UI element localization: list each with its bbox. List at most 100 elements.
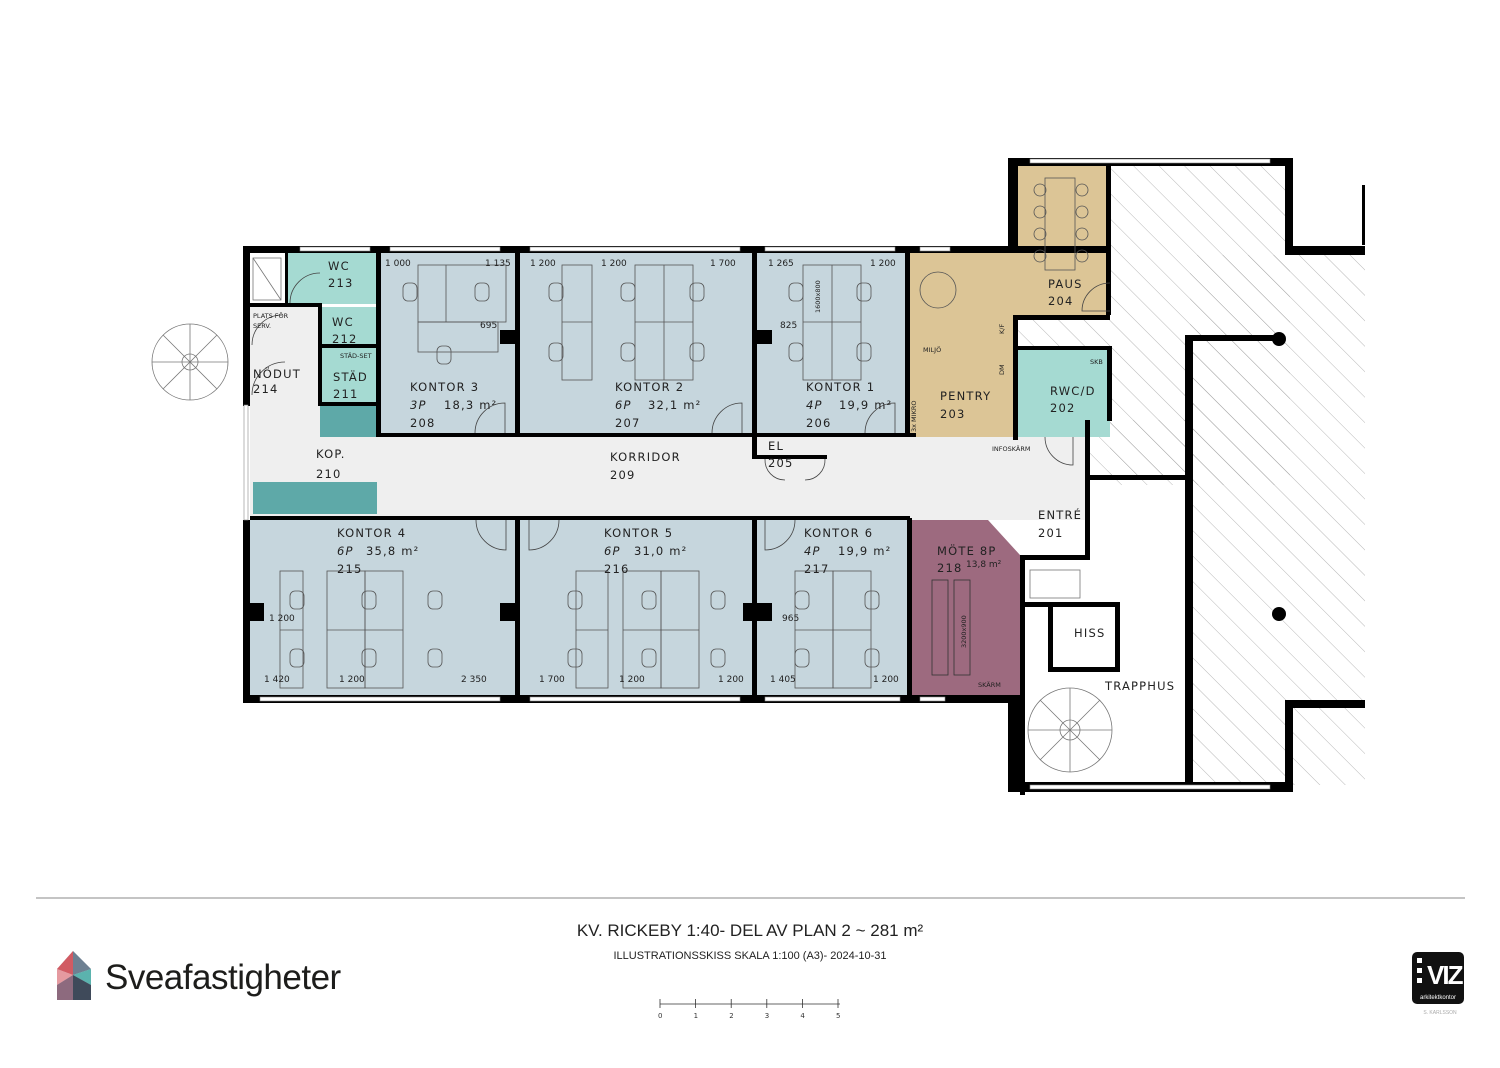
note-plats: PLATS FÖR xyxy=(253,311,289,320)
spiral-stair-east xyxy=(1027,687,1113,773)
chair-icon xyxy=(641,648,657,668)
dimension: 1 000 xyxy=(385,259,411,269)
room-number: 204 xyxy=(1048,294,1074,308)
room-labels: KONTOR 3 3P 18,3 m² 208 KONTOR 2 6P 32,1… xyxy=(253,259,1174,693)
chair-icon xyxy=(289,590,305,610)
stool-icon xyxy=(1033,205,1047,219)
room-area: 19,9 m² xyxy=(838,544,891,558)
room-number: 205 xyxy=(768,456,794,470)
room-number: 202 xyxy=(1050,401,1076,415)
chair-icon xyxy=(641,590,657,610)
room-number: 211 xyxy=(333,387,359,401)
room-number: 215 xyxy=(337,562,363,576)
room-name: KONTOR 5 xyxy=(604,526,673,540)
room-name: PAUS xyxy=(1048,277,1083,291)
chair-icon xyxy=(794,590,810,610)
dimension: 1 405 xyxy=(770,675,796,685)
room-rwc xyxy=(1018,350,1110,437)
chair-icon xyxy=(567,648,583,668)
chair-icon xyxy=(474,282,490,302)
dimension: 1 200 xyxy=(870,259,896,269)
chair-icon xyxy=(361,648,377,668)
dimension: 1 200 xyxy=(873,675,899,685)
kop-bench xyxy=(253,482,377,514)
dimension: 1 135 xyxy=(485,259,511,269)
note-dm: DM xyxy=(998,364,1006,375)
chair-icon xyxy=(689,282,705,302)
room-name: KONTOR 3 xyxy=(410,380,479,394)
note-mikro: 3x MIKRO xyxy=(910,401,918,432)
doors xyxy=(251,272,1111,551)
dimension: 1 200 xyxy=(619,675,645,685)
chair-icon xyxy=(788,282,804,302)
room-name: HISS xyxy=(1074,626,1105,640)
room-persons: 6P xyxy=(337,544,354,558)
dimensions: 1 000 1 135 695 1 200 1 200 1 700 1 265 … xyxy=(264,259,899,685)
room-number: 203 xyxy=(940,407,966,421)
room-note: STÄD-SET xyxy=(340,351,372,360)
room-name: STÄD xyxy=(333,369,368,384)
room-wc-213 xyxy=(285,253,378,304)
architect-logo-sub: arkitektkontor xyxy=(1419,995,1456,1001)
room-name: MÖTE 8P xyxy=(937,542,997,558)
dimension: 1 265 xyxy=(768,259,794,269)
room-name: KOP. xyxy=(316,447,346,461)
desks xyxy=(279,177,1076,689)
chair-icon xyxy=(689,342,705,362)
note-kf: K/F xyxy=(998,324,1006,334)
room-kontor-4 xyxy=(250,520,516,695)
dimension: 2 350 xyxy=(461,675,487,685)
drawing-subtitle: ILLUSTRATIONSSKISS SKALA 1:100 (A3)- 202… xyxy=(613,950,887,962)
chair-icon xyxy=(548,282,564,302)
chair-icon xyxy=(289,648,305,668)
room-area: 13,8 m² xyxy=(966,560,1002,570)
room-area: 19,9 m² xyxy=(839,398,892,412)
chair-icon xyxy=(856,282,872,302)
chair-icon xyxy=(710,648,726,668)
room-name: KONTOR 2 xyxy=(615,380,684,394)
room-mote xyxy=(911,520,1020,695)
chair-icon xyxy=(620,342,636,362)
room-name: KORRIDOR xyxy=(610,450,681,464)
chair-icon xyxy=(436,345,452,365)
architect-logo-text: VIZ xyxy=(1427,960,1463,990)
nodut-area xyxy=(250,303,320,443)
note-miljo: MILJÖ xyxy=(923,345,941,354)
room-persons: 4P xyxy=(804,544,821,558)
dimension: 1 200 xyxy=(718,675,744,685)
room-persons: 6P xyxy=(615,398,632,412)
chair-icon xyxy=(864,590,880,610)
dimension: 1 200 xyxy=(339,675,365,685)
room-number: 208 xyxy=(410,416,436,430)
scale-tick-label: 4 xyxy=(800,1012,805,1020)
note-table-size: 3200x900 xyxy=(960,615,968,648)
room-name: KONTOR 1 xyxy=(806,380,875,394)
note-infoskarm: INFOSKÄRM xyxy=(992,444,1030,453)
corridor xyxy=(250,437,1090,520)
room-name: KONTOR 6 xyxy=(804,526,873,540)
drawing-title: KV. RICKEBY 1:40- DEL AV PLAN 2 ~ 281 m² xyxy=(576,921,924,940)
kop-cabinet xyxy=(320,405,378,437)
room-name: NÖDUT xyxy=(253,365,301,381)
room-number: 214 xyxy=(253,382,279,396)
stool-icon xyxy=(1075,183,1089,197)
stool-icon xyxy=(1033,249,1047,263)
room-number: 201 xyxy=(1038,526,1064,540)
chair-icon xyxy=(864,648,880,668)
dimension: 965 xyxy=(782,614,799,624)
sveafastigheter-logo-icon xyxy=(57,951,91,1000)
room-wc-212 xyxy=(322,307,378,345)
scale-tick-label: 2 xyxy=(729,1012,733,1020)
chair-icon xyxy=(427,648,443,668)
note-table-size: 1600x800 xyxy=(814,280,822,313)
room-number: 217 xyxy=(804,562,830,576)
chair-icon xyxy=(402,282,418,302)
room-number: 206 xyxy=(806,416,832,430)
room-persons: 3P xyxy=(410,398,427,412)
note-serv: SERV. xyxy=(253,322,271,330)
author: S. KARLSSON xyxy=(1423,1010,1457,1016)
room-number: 216 xyxy=(604,562,630,576)
chairs xyxy=(289,183,1089,668)
